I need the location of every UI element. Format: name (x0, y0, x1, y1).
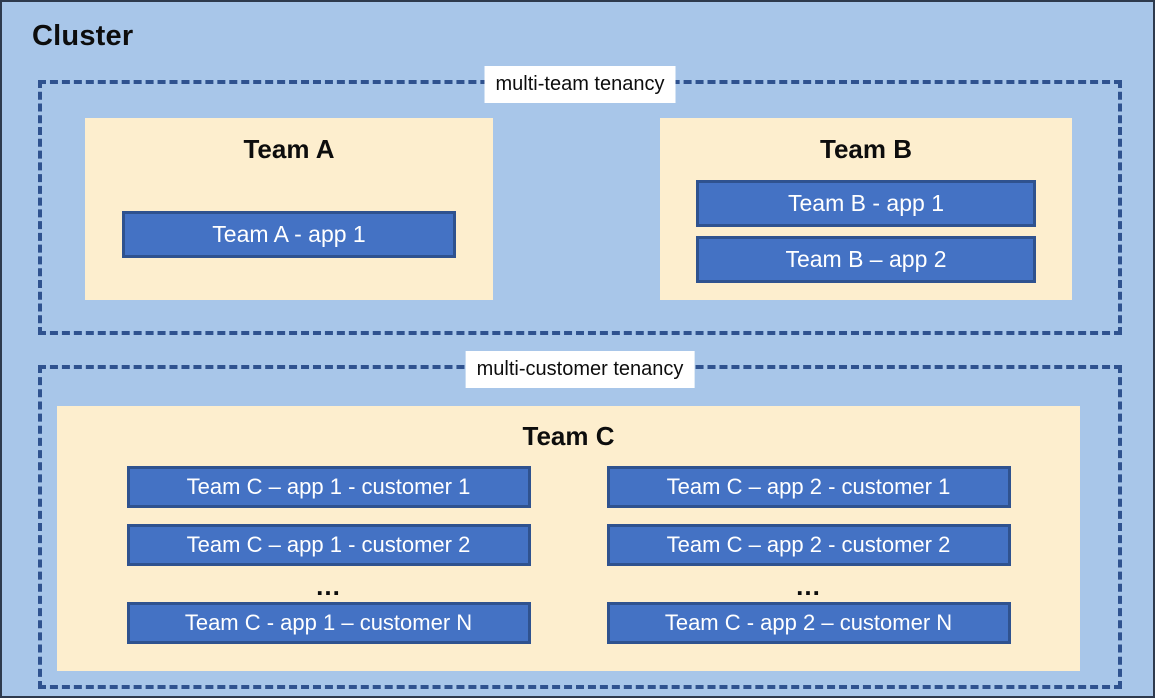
ellipsis-team-c-app-2: ... (796, 571, 821, 601)
tenancy-group-multi-team: multi-team tenancy (38, 66, 1122, 335)
app-list-team-b: Team B - app 1 Team B – app 2 (696, 180, 1036, 283)
ellipsis-team-c-app-1: ... (316, 571, 341, 601)
team-title-team-c: Team C (522, 421, 615, 451)
tenancy-group-multi-customer: multi-customer tenancy (38, 351, 1122, 689)
team-title-team-a: Team A (243, 134, 335, 164)
page-title: Cluster (32, 20, 134, 52)
app-block-team-c-app-2-customer-n[interactable]: Team C - app 2 – customer N (606, 602, 1011, 644)
app-column-team-c-app-1: Team C – app 1 - customer 1 Team C – app… (126, 466, 531, 644)
app-list-team-a: Team A - app 1 (122, 211, 456, 258)
app-block-team-b-app-2[interactable]: Team B – app 2 (696, 236, 1036, 283)
app-block-team-c-app-1-customer-1[interactable]: Team C – app 1 - customer 1 (126, 466, 531, 508)
app-block-team-c-app-1-customer-2[interactable]: Team C – app 1 - customer 2 (126, 524, 531, 566)
team-box-team-a: Team A Team A - app 1 (85, 118, 493, 300)
app-block-team-b-app-1[interactable]: Team B - app 1 (696, 180, 1036, 227)
app-column-team-c-app-2: Team C – app 2 - customer 1 Team C – app… (606, 466, 1011, 644)
app-block-team-c-app-1-customer-n[interactable]: Team C - app 1 – customer N (126, 602, 531, 644)
app-block-team-a-app-1[interactable]: Team A - app 1 (122, 211, 456, 258)
app-grid-team-c: Team C – app 1 - customer 1 Team C – app… (57, 466, 1080, 644)
tenancy-label-multi-customer: multi-customer tenancy (465, 351, 695, 388)
team-title-team-b: Team B (820, 134, 912, 164)
tenancy-label-multi-team: multi-team tenancy (484, 66, 676, 103)
app-block-team-c-app-2-customer-1[interactable]: Team C – app 2 - customer 1 (606, 466, 1011, 508)
team-box-team-b: Team B Team B - app 1 Team B – app 2 (660, 118, 1072, 300)
app-block-team-c-app-2-customer-2[interactable]: Team C – app 2 - customer 2 (606, 524, 1011, 566)
team-box-team-c: Team C Team C – app 1 - customer 1 Team … (57, 406, 1080, 671)
